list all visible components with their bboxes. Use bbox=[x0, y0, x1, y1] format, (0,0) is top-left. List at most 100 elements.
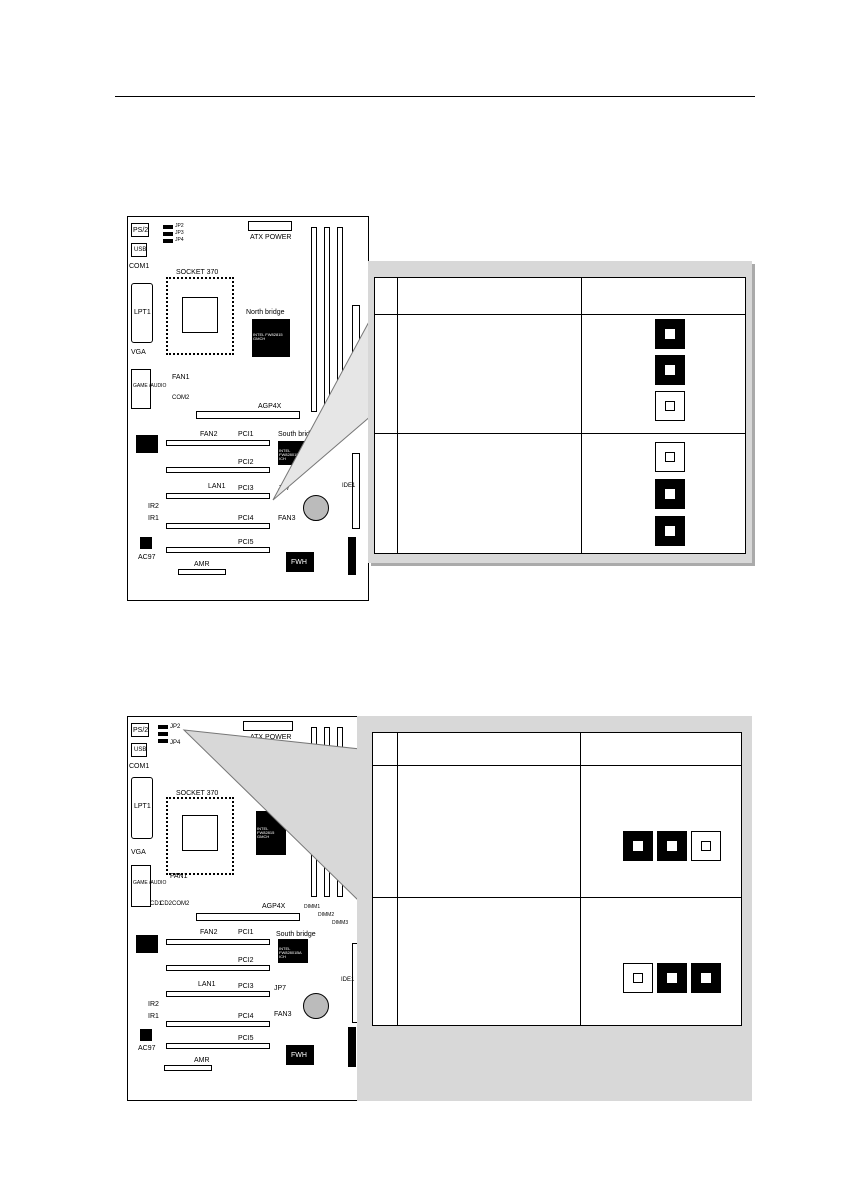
col-divider-2 bbox=[580, 733, 581, 1025]
jumper-pin bbox=[655, 479, 685, 509]
jp3-jumper bbox=[163, 232, 173, 236]
game-audio-label: GAME /AUDIO bbox=[133, 880, 167, 886]
vga-label: VGA bbox=[131, 849, 146, 856]
pci3-label: PCI3 bbox=[238, 485, 254, 492]
dimm2-label: DIMM2 bbox=[318, 912, 335, 918]
ps2-label: PS/2 bbox=[133, 227, 149, 234]
ir2-label: IR2 bbox=[148, 503, 159, 510]
pci3-label: PCI3 bbox=[238, 983, 254, 990]
callout-panel-2 bbox=[357, 716, 752, 1101]
dimm1-label: DIMM1 bbox=[304, 904, 321, 910]
com1-label: COM1 bbox=[129, 763, 150, 770]
jp4-label: JP4 bbox=[175, 237, 184, 243]
front-panel-header bbox=[348, 537, 356, 575]
fan2-label: FAN2 bbox=[200, 929, 218, 936]
south-chip-label: INTEL FW82801BA ICH bbox=[279, 946, 302, 959]
north-chip-label: INTEL FW82815 GMCH bbox=[253, 332, 283, 341]
pci4-slot bbox=[166, 523, 270, 529]
jp4-label: JP4 bbox=[170, 740, 181, 746]
jp4-jumper bbox=[163, 239, 173, 243]
socket-label: SOCKET 370 bbox=[176, 269, 219, 276]
jumper-pin bbox=[657, 831, 687, 861]
cpu-socket bbox=[166, 277, 234, 355]
cd2-label: CD2 bbox=[160, 901, 173, 907]
cpu-socket-inner bbox=[182, 815, 218, 851]
col-divider-2 bbox=[581, 278, 582, 553]
agp-label: AGP4X bbox=[258, 403, 282, 410]
ir1-label: IR1 bbox=[148, 1013, 159, 1020]
atx-power-connector bbox=[243, 721, 293, 731]
jp2-label: JP2 bbox=[170, 724, 181, 730]
jumper-table bbox=[374, 277, 746, 554]
jumper-pin bbox=[691, 831, 721, 861]
fwh-chip bbox=[286, 1045, 314, 1065]
ac97-chip bbox=[140, 1029, 152, 1041]
jp3-label: JP3 bbox=[175, 230, 184, 236]
lpt1-port bbox=[131, 777, 153, 839]
lpt1-port bbox=[131, 283, 153, 343]
atx-power-label: ATX POWER bbox=[250, 234, 292, 241]
lan-chip bbox=[136, 435, 158, 453]
pci4-label: PCI4 bbox=[238, 1013, 254, 1020]
jp4-jumper bbox=[158, 739, 168, 743]
cpu-socket bbox=[166, 797, 234, 875]
row-divider bbox=[375, 433, 745, 434]
com2-label: COM2 bbox=[172, 901, 190, 907]
pci2-label: PCI2 bbox=[238, 957, 254, 964]
lpt1-label: LPT1 bbox=[134, 803, 151, 810]
jumper-pin bbox=[655, 442, 685, 472]
jp7-label: JP7 bbox=[274, 985, 287, 992]
ac97-label: AC97 bbox=[138, 554, 156, 561]
south-bridge-label: South bridge bbox=[278, 431, 318, 438]
jumper-pin bbox=[623, 963, 653, 993]
game-audio-port bbox=[131, 369, 151, 409]
pci1-label: PCI1 bbox=[238, 929, 254, 936]
pci5-label: PCI5 bbox=[238, 539, 254, 546]
amr-slot bbox=[178, 569, 226, 575]
pci1-slot bbox=[166, 939, 270, 945]
fan1-label: FAN1 bbox=[170, 873, 188, 880]
usb-label: USB bbox=[134, 747, 147, 753]
cd1-label: CD1 bbox=[150, 901, 163, 907]
agp-slot bbox=[196, 913, 300, 921]
fwh-chip bbox=[286, 552, 314, 572]
pci3-slot bbox=[166, 991, 270, 997]
jumper-pin bbox=[657, 963, 687, 993]
fan1-label: FAN1 bbox=[172, 374, 190, 381]
game-audio-port bbox=[131, 865, 151, 907]
agp-slot bbox=[196, 411, 300, 419]
jumper-pin bbox=[655, 319, 685, 349]
lan1-label: LAN1 bbox=[208, 483, 226, 490]
jumper-pin bbox=[655, 391, 685, 421]
atx-power-label: ATX POWER bbox=[250, 734, 292, 741]
dimm-slot-1 bbox=[311, 227, 317, 412]
col-divider-1 bbox=[397, 733, 398, 1025]
lan1-label: LAN1 bbox=[198, 981, 216, 988]
cpu-socket-inner bbox=[182, 297, 218, 333]
pci4-label: PCI4 bbox=[238, 515, 254, 522]
ide1-label: IDE1 bbox=[341, 977, 355, 983]
pci5-slot bbox=[166, 1043, 270, 1049]
dimm3-label: DIMM3 bbox=[332, 920, 349, 926]
jumper-pin bbox=[655, 516, 685, 546]
jumper-pin bbox=[623, 831, 653, 861]
lan-chip bbox=[136, 935, 158, 953]
ps2-port bbox=[131, 223, 149, 237]
south-bridge-label: South bridge bbox=[276, 931, 316, 938]
pci1-label: PCI1 bbox=[238, 431, 254, 438]
game-audio-label: GAME /AUDIO bbox=[133, 383, 167, 389]
amr-label: AMR bbox=[194, 1057, 210, 1064]
jumper-table-2 bbox=[372, 732, 742, 1026]
jp3-jumper bbox=[158, 732, 168, 736]
pci2-slot bbox=[166, 467, 270, 473]
north-chip-label: INTEL FW82815 GMCH bbox=[257, 826, 275, 839]
pci2-label: PCI2 bbox=[238, 459, 254, 466]
north-bridge-chip bbox=[252, 319, 290, 357]
south-chip-label: INTEL FW82801BA ICH bbox=[279, 448, 302, 461]
callout-panel bbox=[368, 261, 752, 563]
pci1-slot bbox=[166, 440, 270, 446]
jumper-pin bbox=[655, 355, 685, 385]
jp2-label: JP2 bbox=[175, 223, 184, 229]
ir2-label: IR2 bbox=[148, 1001, 159, 1008]
motherboard-diagram: PS/2 USB JP2 JP3 JP4 COM1 LPT1 VGA GAME … bbox=[127, 216, 369, 601]
